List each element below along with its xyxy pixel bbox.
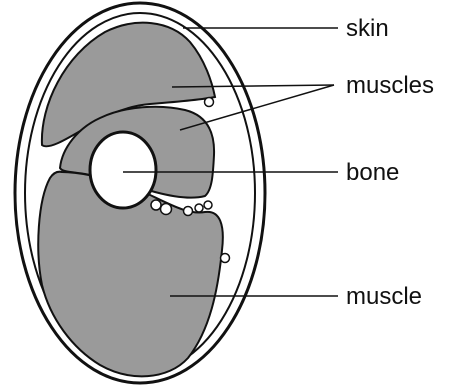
label-muscle: muscle: [346, 283, 422, 310]
label-skin: skin: [346, 15, 389, 42]
vessel-circle: [161, 204, 172, 215]
vessel-circle: [205, 98, 214, 107]
vessel-circle: [184, 207, 193, 216]
vessel-circle: [151, 200, 161, 210]
bone: [90, 132, 156, 208]
vessel-circle: [221, 254, 230, 263]
vessel-circle: [195, 204, 203, 212]
label-muscles: muscles: [346, 72, 434, 99]
label-bone: bone: [346, 159, 399, 186]
vessel-circle: [204, 201, 212, 209]
